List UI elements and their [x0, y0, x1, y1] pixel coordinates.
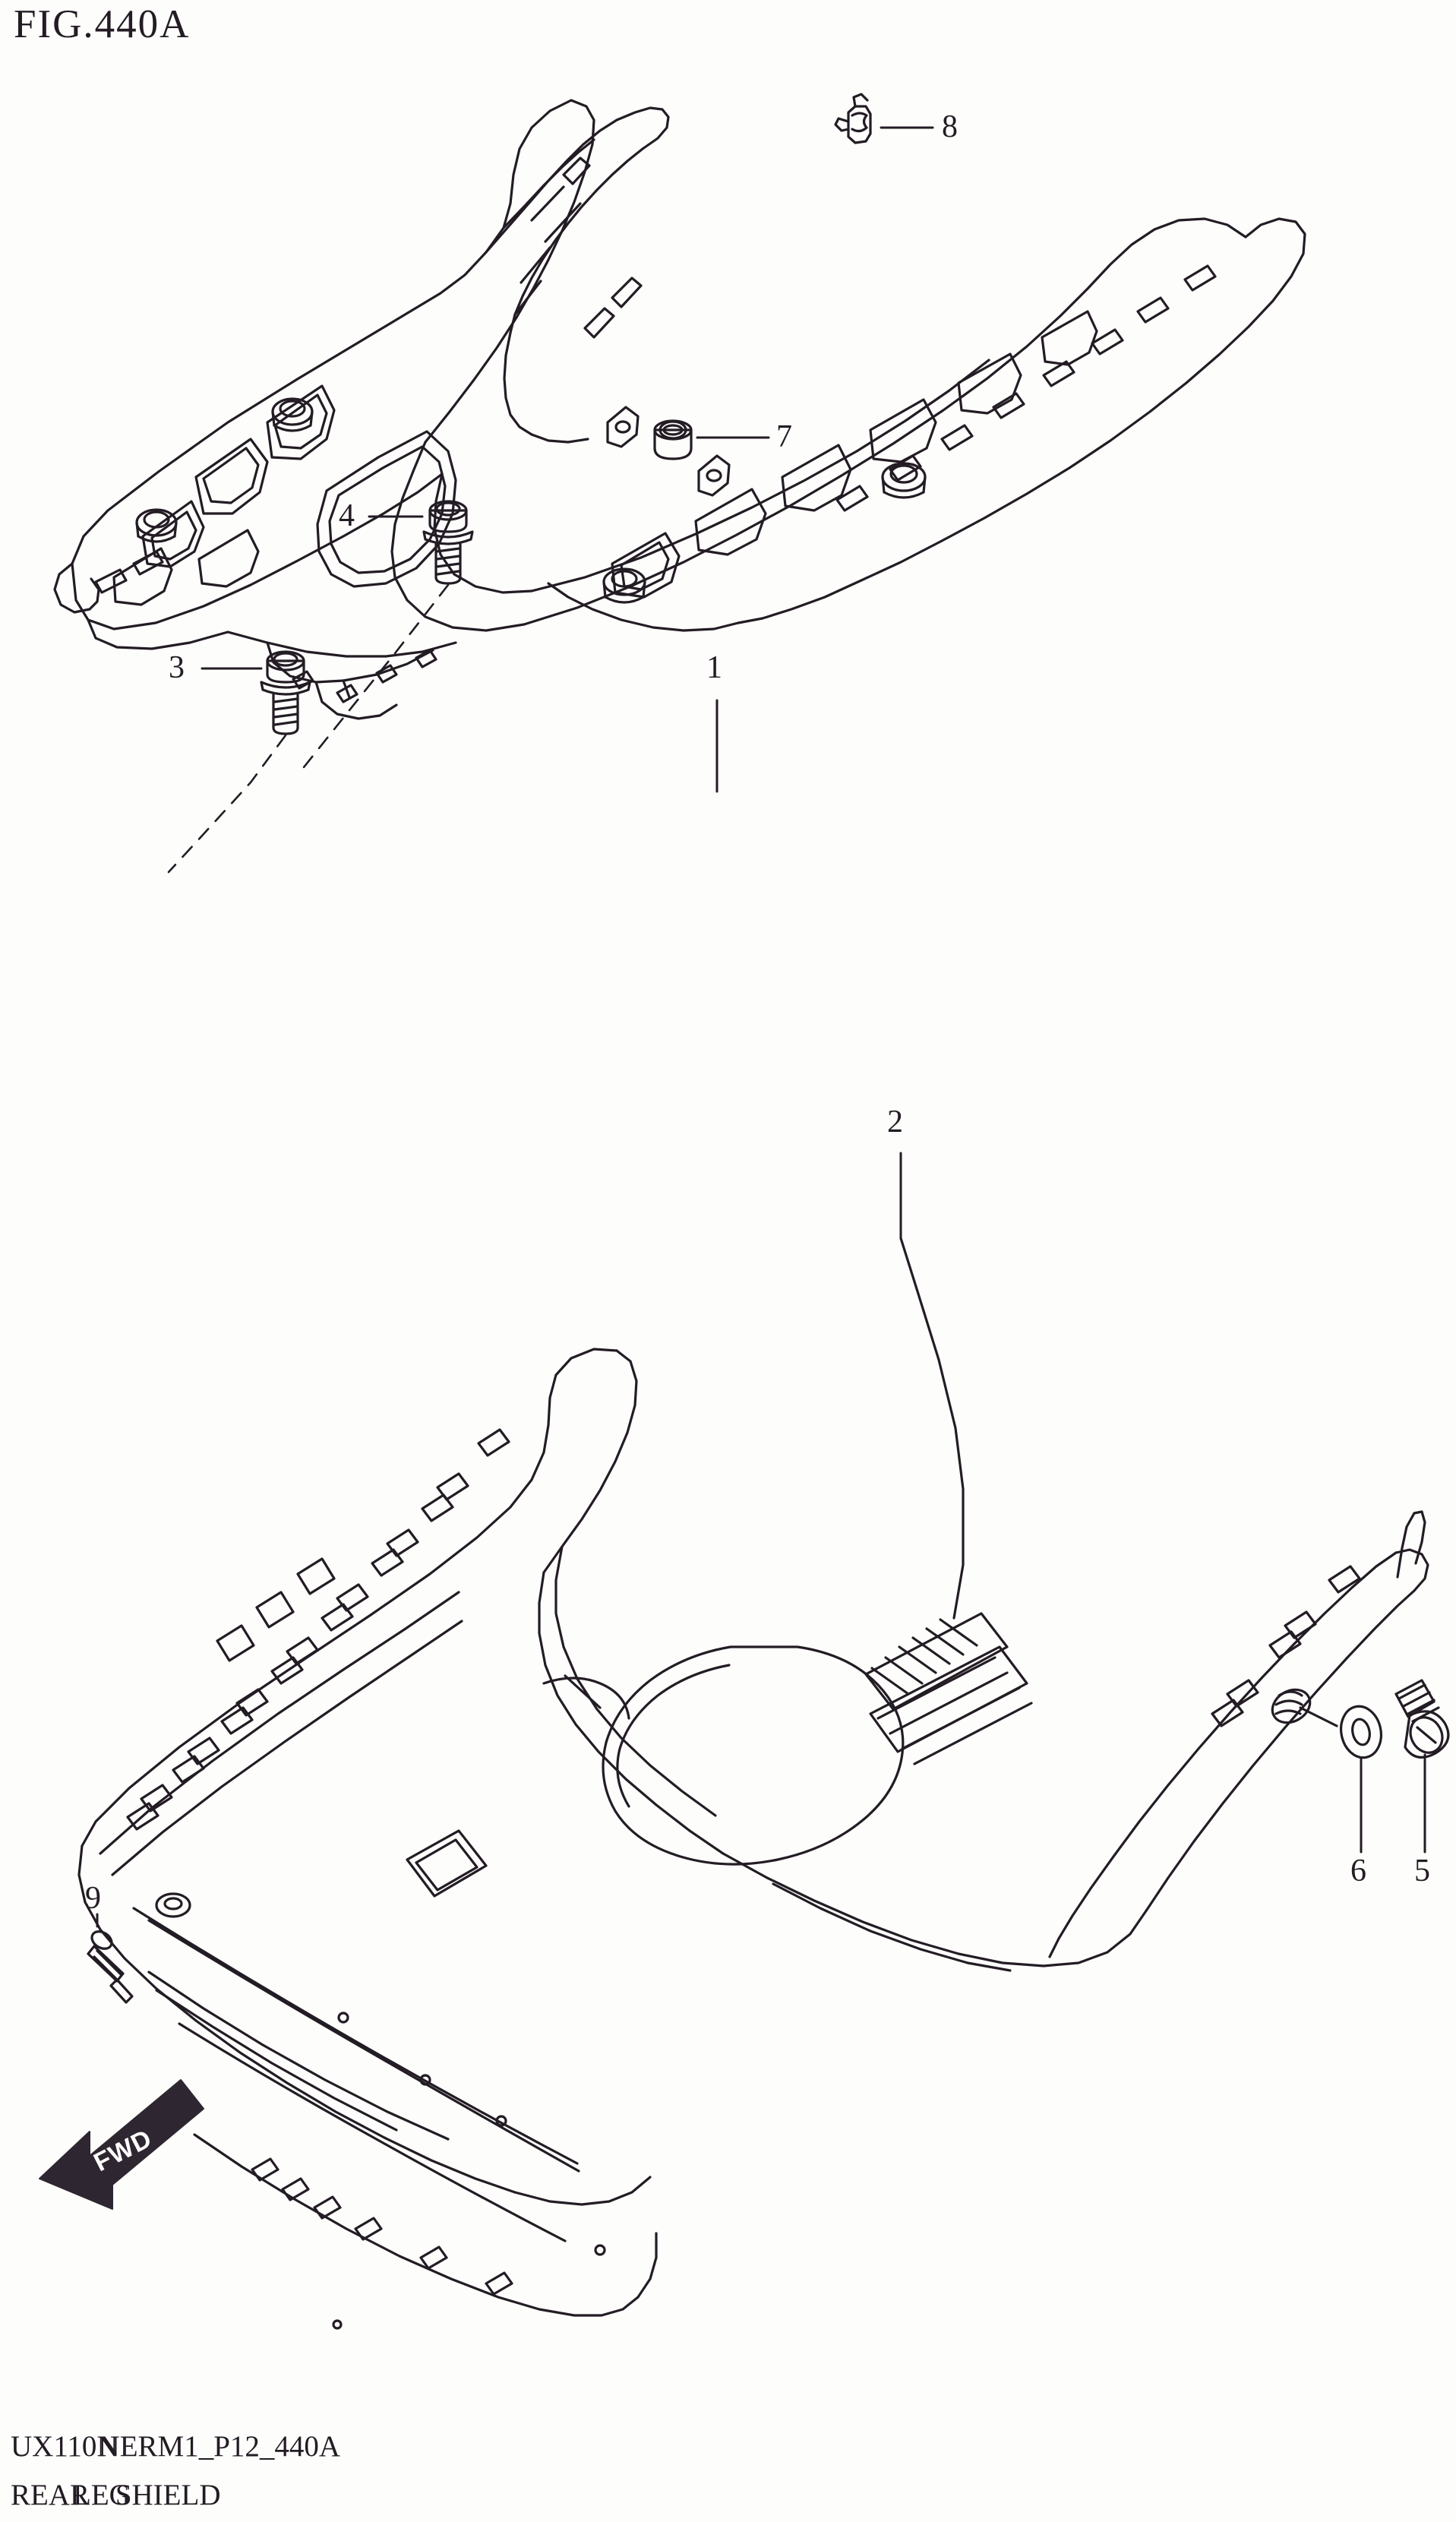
callout-7: 7: [776, 419, 792, 454]
callout-2: 2: [887, 1105, 903, 1139]
callout-4: 4: [339, 498, 355, 533]
footer-code-part-a: UX110N: [11, 2430, 118, 2463]
footer-name-part-c: SHIELD: [115, 2479, 221, 2511]
footer-code-part-b: NERM1_P12_440A: [98, 2430, 341, 2463]
callout-3: 3: [169, 650, 185, 685]
callout-5: 5: [1414, 1854, 1430, 1888]
footer-name-part-b: LEG: [73, 2479, 131, 2511]
callout-8: 8: [942, 109, 958, 144]
footer-assembly-name: REARLEGSHIELD: [11, 2478, 220, 2512]
callout-6: 6: [1350, 1854, 1366, 1888]
footer-part-code: UX110NNERM1_P12_440A: [11, 2429, 340, 2464]
callout-1: 1: [706, 650, 722, 685]
callout-9: 9: [85, 1881, 101, 1916]
footer-name-part-a: REAR: [11, 2479, 90, 2511]
figure-title: FIG.440A: [14, 2, 191, 46]
